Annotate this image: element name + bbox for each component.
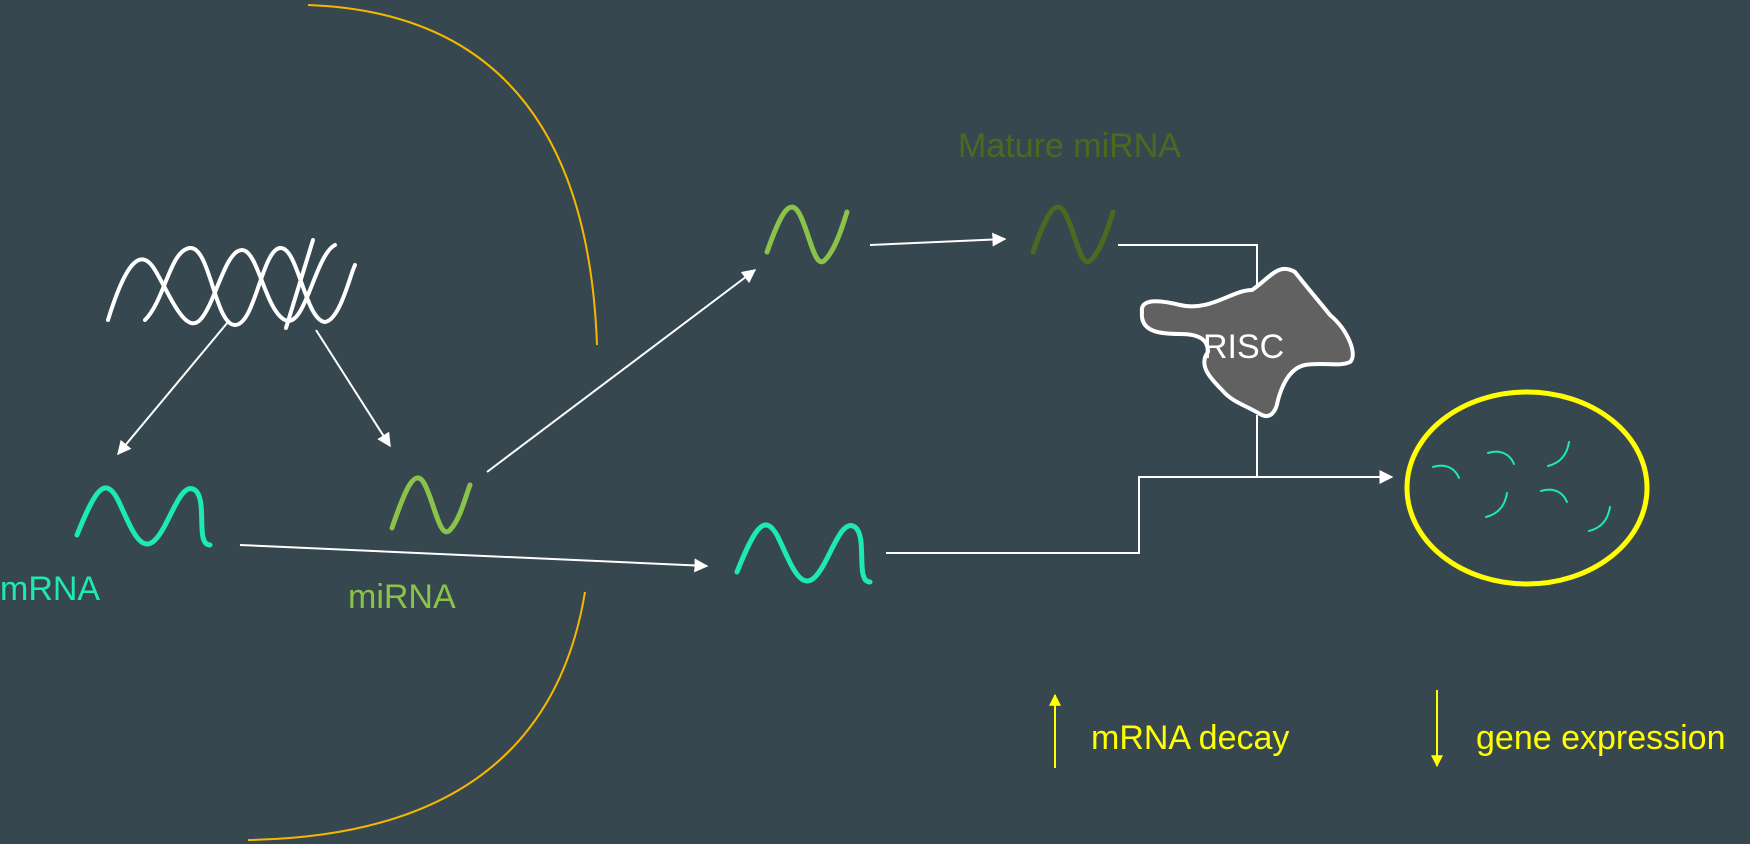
mirna-label: miRNA	[348, 578, 456, 616]
dna-helix	[106, 238, 357, 330]
arrow-mirna-maturation	[869, 232, 1007, 247]
mrna-strand-nucleus	[74, 485, 213, 548]
effect-mrna-decay: mRNA decay	[1091, 719, 1289, 757]
connector-mature-to-risc	[1118, 244, 1258, 290]
mrna-strand-cytoplasm	[734, 522, 873, 585]
mrna-label: mRNA	[0, 570, 100, 608]
mirna-strand-cytoplasm	[764, 204, 850, 265]
arrow-mirna-export	[486, 269, 757, 473]
nucleus-membrane-lower	[247, 591, 586, 841]
arrow-mrna-export	[239, 544, 709, 573]
nucleus-membrane-upper	[307, 4, 598, 346]
arrow-dna-to-mirna	[315, 329, 391, 448]
degraded-mrna-fragments	[1432, 441, 1611, 532]
connector-mrna-to-cell	[886, 470, 1394, 554]
effect-gene-expression: gene expression	[1476, 719, 1726, 757]
risc-label: RISC	[1203, 328, 1284, 366]
arrow-dna-to-mrna	[117, 321, 229, 456]
mature-mirna-strand	[1030, 204, 1116, 265]
mirna-strand-nucleus	[389, 475, 473, 535]
risc-complex	[1139, 266, 1355, 419]
mature-mirna-label: Mature miRNA	[958, 127, 1181, 165]
target-cell	[1404, 389, 1650, 587]
